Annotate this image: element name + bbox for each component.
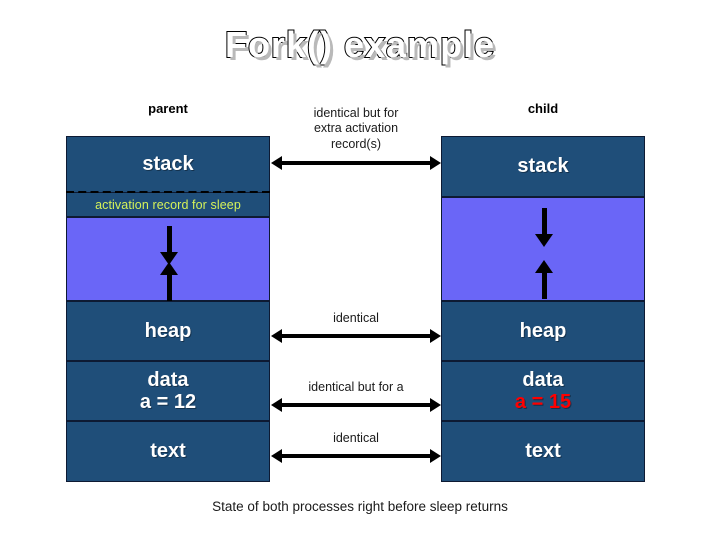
child-text-label: text — [525, 440, 561, 463]
connector-heap-label: identical — [333, 311, 379, 325]
child-heap-label: heap — [519, 319, 567, 342]
child-stack-label: stack — [517, 155, 569, 178]
child-free-space — [441, 197, 645, 301]
activation-record-label: activation record for sleep — [95, 197, 241, 212]
parent-column-heading: parent — [148, 101, 188, 116]
connector-text: identical — [271, 431, 441, 464]
parent-segment-heap: heap — [66, 301, 270, 361]
child-memory-column: stack heap data a = 15 text — [441, 136, 645, 482]
parent-heap-label: heap — [144, 319, 192, 342]
connector-stack-label: identical but for extra activation recor… — [313, 106, 399, 151]
connector-text-label: identical — [333, 431, 379, 445]
connector-data-arrow — [271, 398, 441, 413]
parent-segment-text: text — [66, 421, 270, 482]
parent-stack-label: stack — [142, 153, 194, 176]
parent-memory-column: stack activation record for sleep heap d… — [66, 136, 270, 482]
slide-caption: State of both processes right before sle… — [212, 499, 508, 514]
parent-text-label: text — [150, 440, 186, 463]
child-segment-heap: heap — [441, 301, 645, 361]
parent-free-space — [66, 217, 270, 301]
connector-heap-arrow — [271, 329, 441, 344]
connector-heap: identical — [271, 311, 441, 344]
child-segment-data: data a = 15 — [441, 361, 645, 421]
parent-data-value: a = 12 — [139, 391, 197, 413]
page-title: Fork() example — [224, 23, 496, 66]
parent-data-title: data — [147, 368, 189, 391]
connector-data-label: identical but for a — [308, 380, 404, 394]
child-segment-stack: stack — [441, 136, 645, 197]
child-data-label: data a = 15 — [515, 369, 571, 414]
child-data-value: a = 15 — [514, 391, 572, 413]
child-segment-text: text — [441, 421, 645, 482]
child-data-title: data — [522, 368, 564, 391]
connector-stack: identical but for extra activation recor… — [271, 106, 441, 170]
connector-text-arrow — [271, 449, 441, 464]
parent-segment-stack: stack — [66, 136, 270, 193]
child-column-heading: child — [527, 101, 559, 116]
parent-data-label: data a = 12 — [140, 369, 196, 414]
parent-activation-record-band: activation record for sleep — [66, 193, 270, 217]
parent-segment-data: data a = 12 — [66, 361, 270, 421]
connector-data: identical but for a — [271, 380, 441, 413]
connector-stack-arrow — [271, 155, 441, 170]
